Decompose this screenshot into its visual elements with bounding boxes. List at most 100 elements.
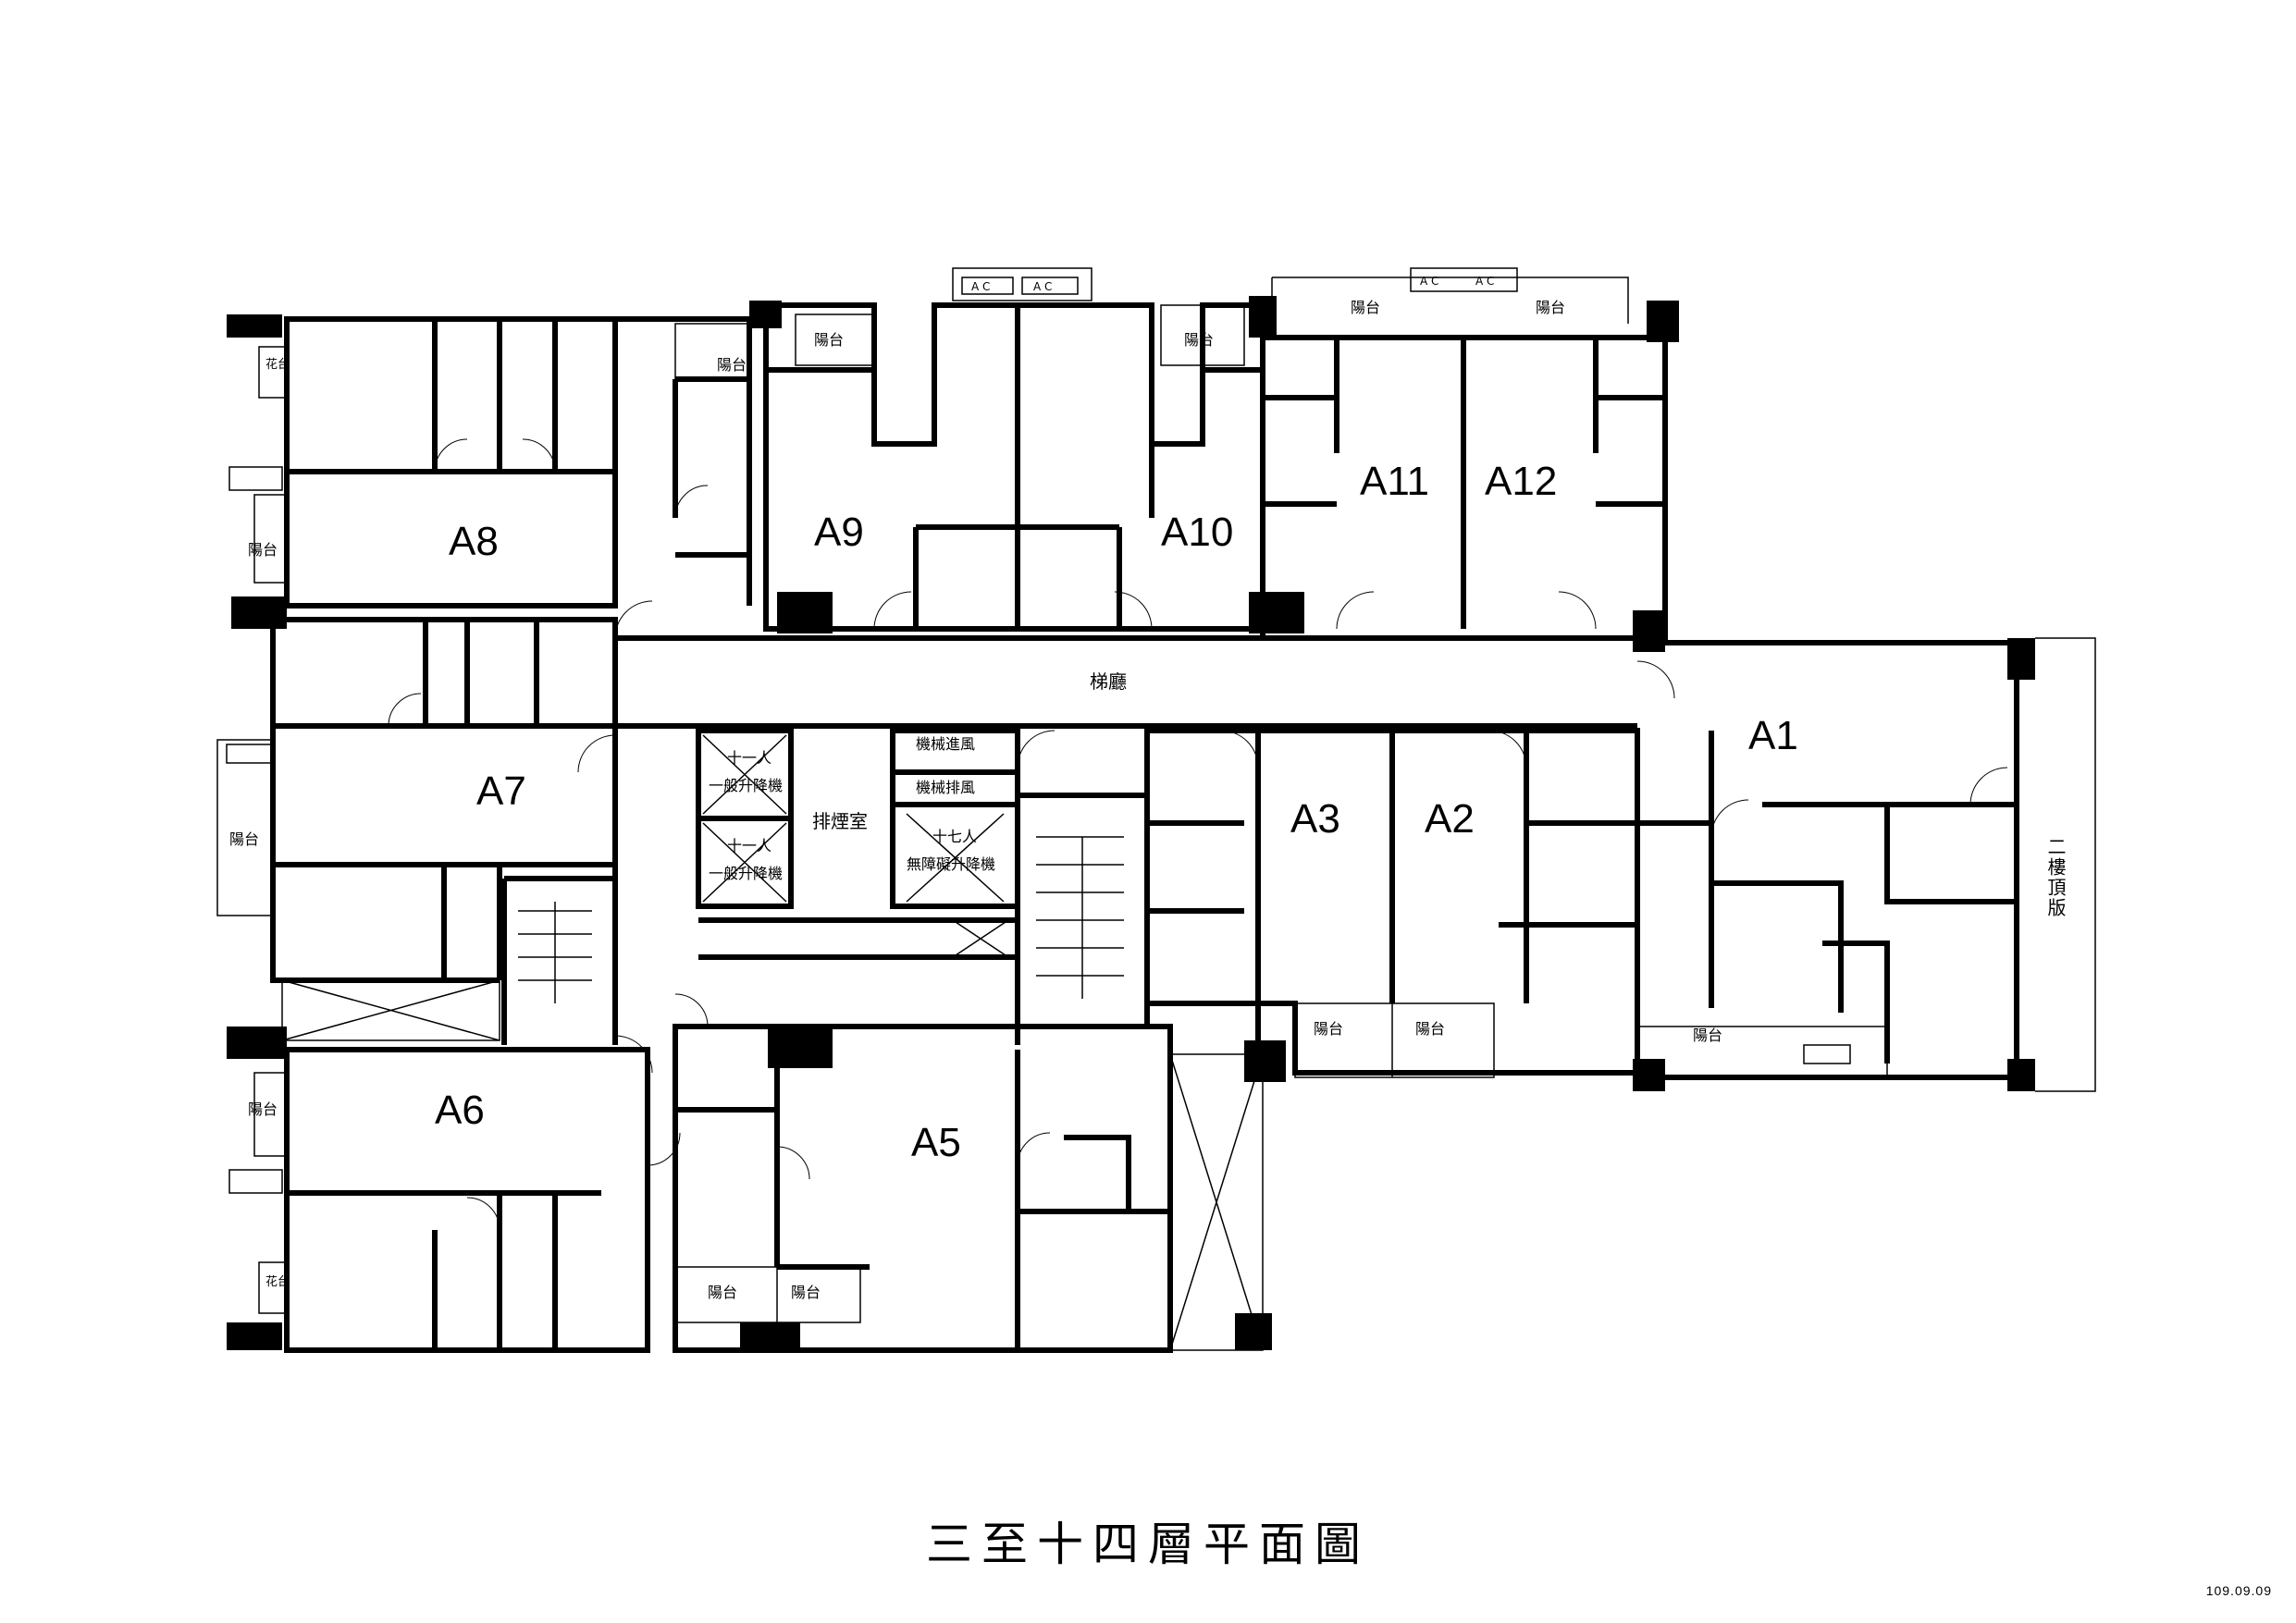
smoke-room-label: 排煙室 bbox=[812, 810, 868, 832]
top-ac-rack bbox=[952, 267, 1092, 301]
center-stair-treads bbox=[1017, 795, 1124, 1027]
door bbox=[674, 485, 709, 519]
door bbox=[614, 1035, 653, 1074]
doors bbox=[388, 438, 2008, 1231]
door bbox=[434, 438, 468, 473]
balcony-label: 陽台 bbox=[229, 830, 259, 848]
a9-a10-inner bbox=[766, 305, 1154, 629]
balcony-label: 陽台 bbox=[1536, 299, 1565, 316]
a1-inner bbox=[1637, 731, 2017, 1064]
column bbox=[1647, 301, 1679, 342]
door bbox=[614, 600, 653, 639]
door bbox=[1017, 1132, 1051, 1166]
page-title: 三至十四層平面圖 bbox=[926, 1518, 1370, 1571]
balcony-label: 陽台 bbox=[248, 1100, 278, 1118]
mech-exhaust-label: 機械排風 bbox=[916, 779, 975, 796]
door bbox=[1220, 730, 1259, 768]
a5-inner bbox=[675, 1027, 1170, 1350]
a5-balconies bbox=[674, 1266, 861, 1323]
a6-inner bbox=[287, 1190, 601, 1350]
a9-a10-outline bbox=[763, 302, 1265, 632]
balcony-label: 陽台 bbox=[1314, 1020, 1343, 1038]
a7-inner bbox=[270, 620, 615, 983]
a6-ac bbox=[228, 1169, 283, 1194]
unit-label-a7: A7 bbox=[476, 768, 526, 814]
elevator-capacity-label: 十七人 bbox=[932, 828, 977, 845]
a7-balcony bbox=[216, 739, 274, 916]
balcony-label: 陽台 bbox=[1415, 1020, 1445, 1038]
column bbox=[227, 314, 282, 338]
balcony-label: 陽台 bbox=[717, 356, 747, 374]
a1-balcony bbox=[1636, 1026, 1888, 1078]
column bbox=[777, 592, 833, 633]
column bbox=[227, 1027, 287, 1059]
column bbox=[2007, 638, 2035, 680]
unit-label-a1: A1 bbox=[1748, 713, 1798, 758]
general-elevators bbox=[696, 728, 794, 909]
a3-a2-balcony bbox=[1294, 1002, 1495, 1078]
balcony-label: 陽台 bbox=[248, 541, 278, 559]
column bbox=[1244, 1040, 1286, 1082]
column bbox=[231, 596, 287, 629]
facade-details bbox=[216, 267, 2096, 1351]
door bbox=[647, 1132, 681, 1166]
balcony-label: 陽台 bbox=[1184, 331, 1214, 349]
balcony-label: 陽台 bbox=[1351, 299, 1380, 316]
balcony-label: 陽台 bbox=[708, 1284, 737, 1301]
door bbox=[522, 438, 556, 473]
ac-label: A C bbox=[1420, 275, 1438, 288]
labels: A1 A2 A3 A5 A6 A7 A8 A9 A10 A11 A12 梯廳 排… bbox=[229, 275, 2067, 1301]
a8-service-balcony bbox=[674, 323, 750, 380]
door bbox=[466, 1197, 500, 1231]
mech-intake-label: 機械進風 bbox=[916, 735, 975, 753]
column bbox=[1633, 1059, 1665, 1091]
column bbox=[740, 1322, 800, 1350]
a5-void bbox=[1169, 1053, 1264, 1351]
unit-label-a10: A10 bbox=[1161, 510, 1233, 555]
accessible-elevator-label: 無障礙升降機 bbox=[907, 855, 995, 873]
a11-a12-inner bbox=[1263, 338, 1665, 629]
a11-a12-balcony bbox=[1271, 267, 1629, 324]
door bbox=[577, 734, 616, 773]
ac-label: A C bbox=[1475, 275, 1494, 288]
second-floor-roof-slab bbox=[2035, 637, 2096, 1092]
unit-label-a6: A6 bbox=[435, 1088, 485, 1133]
planter-label: 花台 bbox=[265, 1274, 290, 1289]
column bbox=[227, 1322, 282, 1350]
planter-label: 花台 bbox=[265, 357, 290, 372]
a8-inner bbox=[432, 319, 558, 472]
door bbox=[1710, 799, 1749, 838]
unit-label-a3: A3 bbox=[1290, 796, 1340, 842]
unit-label-a2: A2 bbox=[1425, 796, 1475, 842]
a5-outline bbox=[673, 1024, 1173, 1353]
unit-label-a8: A8 bbox=[449, 519, 499, 564]
a1-outline bbox=[1637, 640, 2019, 1080]
stair-left bbox=[501, 876, 618, 1045]
door bbox=[1017, 730, 1055, 768]
a3-a2-inner bbox=[1147, 731, 1637, 1073]
accessible-elevator-x bbox=[906, 813, 1005, 903]
a7-ac bbox=[226, 744, 274, 764]
ac-label: A C bbox=[1033, 280, 1052, 293]
elevator-shaft-x bbox=[702, 734, 787, 903]
elevator-label: 一般升降機 bbox=[709, 777, 783, 794]
unit-label-a12: A12 bbox=[1485, 459, 1557, 504]
balcony-label: 陽台 bbox=[791, 1284, 821, 1301]
door bbox=[1969, 767, 2008, 805]
column bbox=[1633, 610, 1665, 652]
lobby-walls bbox=[612, 635, 1637, 1045]
balcony-label: 陽台 bbox=[1693, 1027, 1722, 1044]
walls bbox=[270, 302, 2019, 1353]
lobby-label: 梯廳 bbox=[1090, 670, 1127, 693]
shaft-x bbox=[952, 919, 1009, 958]
a6-planter bbox=[258, 1261, 288, 1314]
balcony-label: 陽台 bbox=[814, 331, 844, 349]
a8-ac bbox=[228, 466, 283, 491]
door bbox=[674, 993, 709, 1027]
a10-balcony bbox=[1160, 304, 1245, 366]
second-floor-roof-label: 二樓頂版 bbox=[2044, 837, 2067, 918]
elevator-label: 一般升降機 bbox=[709, 865, 783, 882]
door bbox=[1114, 591, 1153, 630]
a7-outline bbox=[270, 617, 618, 867]
